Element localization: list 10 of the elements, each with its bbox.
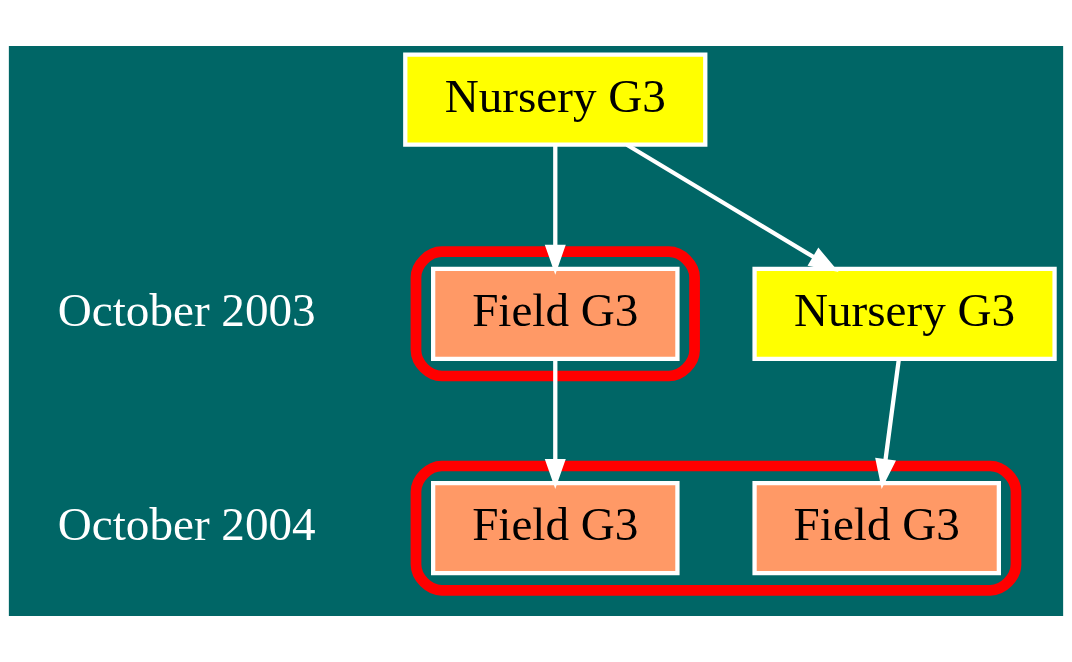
node-box: Field G3 — [431, 266, 680, 361]
arrow — [875, 359, 901, 489]
label: October 2003 — [57, 283, 316, 336]
arrow — [544, 145, 566, 275]
arrow — [544, 359, 566, 490]
node-box: Field G3 — [752, 481, 1001, 576]
node-box: Nursery G3 — [752, 266, 1057, 361]
node-box: Field G3 — [431, 481, 680, 576]
label: October 2004 — [57, 498, 316, 551]
node-box: Nursery G3 — [403, 52, 708, 147]
